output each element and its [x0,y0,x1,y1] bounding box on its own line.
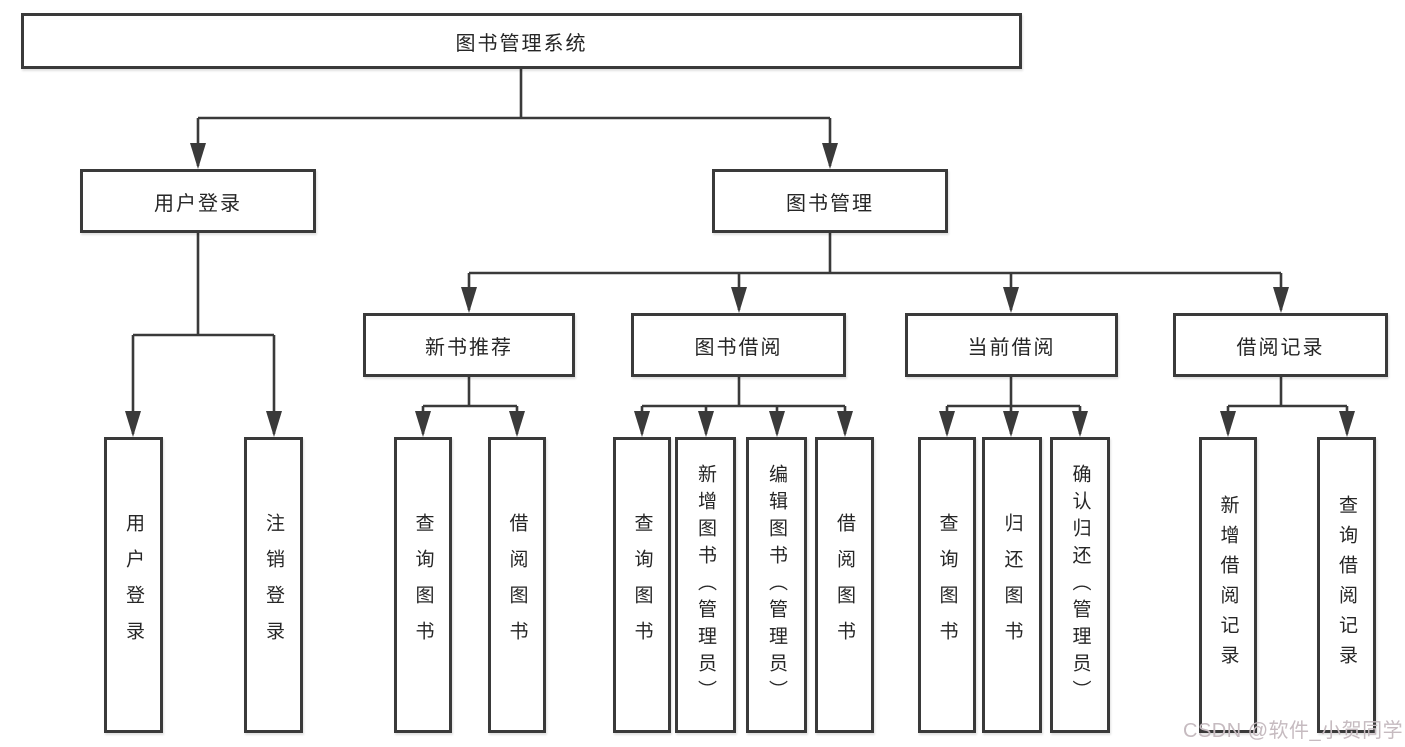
node-user-login: 用户登录 [80,169,316,233]
connector-current-to-children [945,377,1082,434]
leaf-borrow-book-1-label: 借阅图书 [506,513,528,657]
arrow-down [769,411,785,437]
arrow-down [634,411,650,437]
leaf-add-book-admin-label: 新增图书（管理员） [695,463,716,707]
leaf-return-book-label: 归还图书 [1001,513,1023,657]
node-borrow-record: 借阅记录 [1173,313,1388,377]
leaf-confirm-return-admin-label: 确认归还（管理员） [1069,463,1091,707]
arrow-down [1003,287,1019,313]
leaf-return-book: 归还图书 [982,437,1042,733]
leaf-query-borrow-record-label: 查询借阅记录 [1336,495,1357,675]
node-book-management: 图书管理 [712,169,948,233]
arrow-down [822,143,838,169]
arrow-down [698,411,714,437]
connector-borrow-to-children [640,377,847,434]
leaf-borrow-book-2: 借阅图书 [815,437,874,733]
leaf-query-book-2-label: 查询图书 [631,513,653,657]
node-book-management-label: 图书管理 [786,192,874,215]
arrow-down [509,411,525,437]
leaf-edit-book-admin: 编辑图书（管理员） [746,437,807,733]
node-new-book-recommend-label: 新书推荐 [425,336,513,359]
arrow-down [190,143,206,169]
node-user-login-label: 用户登录 [154,192,242,215]
connector-record-to-children [1226,377,1349,434]
connector-root-to-branches [196,69,832,166]
leaf-add-borrow-record: 新增借阅记录 [1199,437,1257,733]
csdn-watermark: CSDN @软件_小贺同学 [1183,720,1404,742]
leaf-add-borrow-record-label: 新增借阅记录 [1217,495,1239,675]
arrow-down [266,411,282,437]
node-book-borrow: 图书借阅 [631,313,846,377]
leaf-add-book-admin: 新增图书（管理员） [675,437,736,733]
arrow-down [1220,411,1236,437]
arrow-down [1003,411,1019,437]
node-borrow-record-label: 借阅记录 [1236,336,1325,359]
node-book-borrow-label: 图书借阅 [694,336,783,359]
node-current-borrow-label: 当前借阅 [967,336,1056,359]
arrow-down [125,411,141,437]
node-library-system-label: 图书管理系统 [455,32,588,55]
leaf-query-borrow-record: 查询借阅记录 [1317,437,1376,733]
node-library-system: 图书管理系统 [21,13,1022,69]
arrow-down [939,411,955,437]
connector-userlogin-to-children [131,233,276,434]
arrow-down [1273,287,1289,313]
leaf-user-login-label: 用户登录 [123,513,144,657]
node-new-book-recommend: 新书推荐 [363,313,575,377]
arrow-down [1339,411,1355,437]
leaf-query-book-2: 查询图书 [613,437,671,733]
leaf-logout-label: 注销登录 [263,513,284,657]
arrow-down [731,287,747,313]
connector-bookmgmt-to-children [467,233,1283,310]
arrow-down [837,411,853,437]
connector-newrec-to-children [421,377,519,434]
leaf-confirm-return-admin: 确认归还（管理员） [1050,437,1110,733]
leaf-edit-book-admin-label: 编辑图书（管理员） [766,463,787,707]
leaf-query-book-3: 查询图书 [918,437,976,733]
leaf-borrow-book-1: 借阅图书 [488,437,546,733]
node-current-borrow: 当前借阅 [905,313,1118,377]
leaf-user-login: 用户登录 [104,437,163,733]
arrow-down [415,411,431,437]
arrow-down [1072,411,1088,437]
leaf-query-book-1-label: 查询图书 [412,513,434,657]
leaf-query-book-1: 查询图书 [394,437,452,733]
leaf-logout: 注销登录 [244,437,303,733]
leaf-borrow-book-2-label: 借阅图书 [834,513,855,657]
arrow-down [461,287,477,313]
leaf-query-book-3-label: 查询图书 [936,513,958,657]
